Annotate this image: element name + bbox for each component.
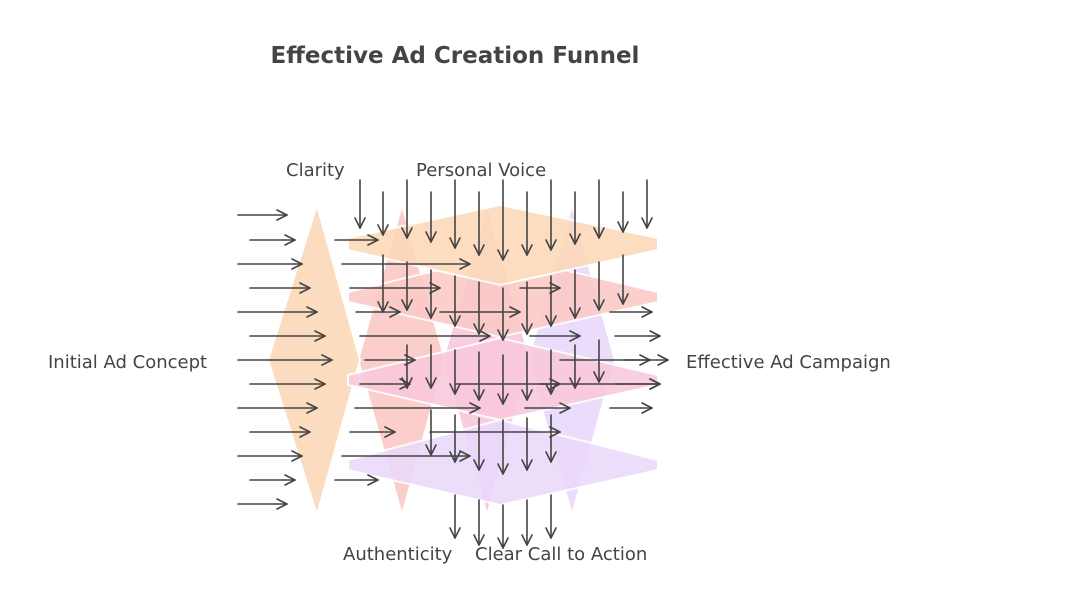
clarity-label: Clarity <box>286 160 345 181</box>
personal-voice-label: Personal Voice <box>416 160 546 181</box>
clear-call-to-action-label: Clear Call to Action <box>475 544 647 565</box>
authenticity-label: Authenticity <box>343 544 453 565</box>
initial-ad-concept-label: Initial Ad Concept <box>48 352 207 373</box>
effective-ad-campaign-label: Effective Ad Campaign <box>686 352 891 373</box>
diagram-title: Effective Ad Creation Funnel <box>271 43 640 69</box>
flow-arrows <box>237 179 669 549</box>
